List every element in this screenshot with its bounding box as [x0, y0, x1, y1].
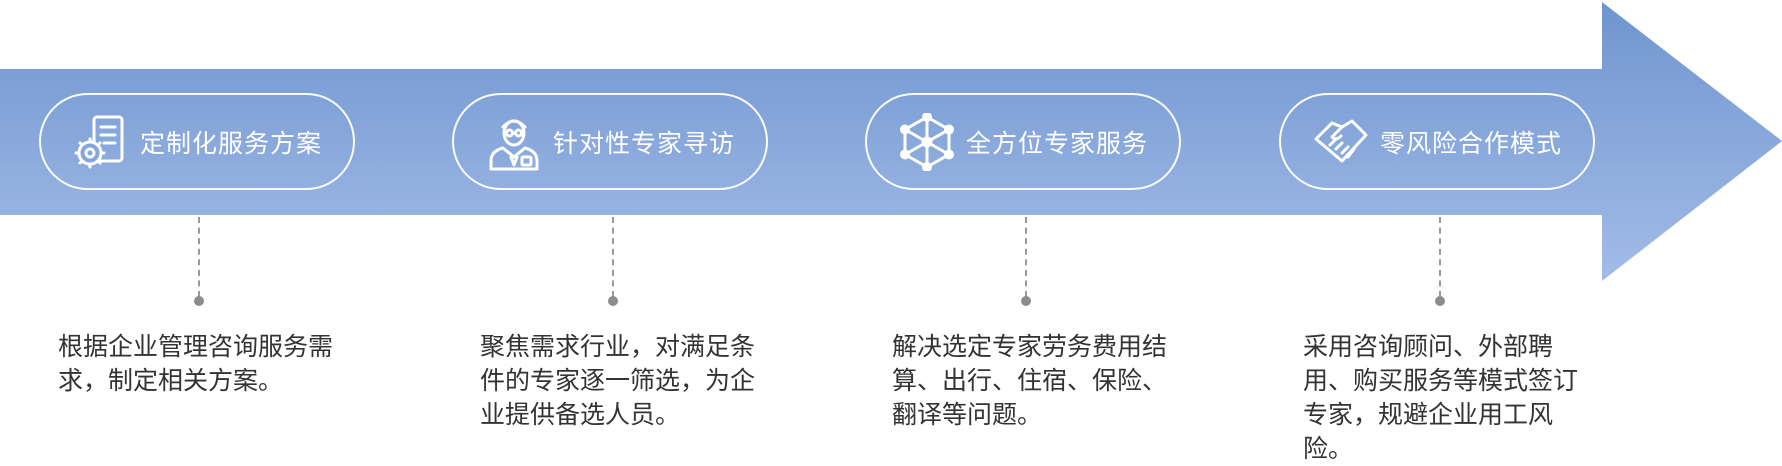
step-3-description: 解决选定专家劳务费用结算、出行、住宿、保险、翻译等问题。 [892, 332, 1168, 429]
step-4-dot [1435, 296, 1445, 306]
step-2-pill: 针对性专家寻访 [452, 93, 768, 190]
step-1-description: 根据企业管理咨询服务需求，制定相关方案。 [58, 332, 334, 395]
step-3-dot [1021, 296, 1031, 306]
network-hexagon-icon [898, 112, 956, 171]
step-3-pill: 全方位专家服务 [865, 93, 1181, 190]
step-3-title: 全方位专家服务 [965, 128, 1148, 158]
step-4-description: 采用咨询顾问、外部聘用、购买服务等模式签订专家，规避企业用工风险。 [1303, 332, 1579, 463]
handshake-icon [1312, 113, 1370, 171]
step-2-description: 聚焦需求行业，对满足条件的专家逐一筛选，为企业提供备选人员。 [480, 332, 756, 429]
step-3-connector [1025, 217, 1027, 297]
step-1-pill: 定制化服务方案 [39, 93, 355, 190]
step-1-dot [194, 296, 204, 306]
step-4-pill: 零风险合作模式 [1279, 93, 1595, 190]
expert-person-icon [485, 113, 543, 171]
document-gear-icon [72, 113, 130, 171]
step-2-connector [612, 217, 614, 297]
step-1-title: 定制化服务方案 [139, 128, 322, 158]
step-4-title: 零风险合作模式 [1379, 128, 1562, 158]
step-1-connector [198, 217, 200, 297]
step-2-title: 针对性专家寻访 [552, 128, 735, 158]
step-4-connector [1439, 217, 1441, 297]
step-2-dot [608, 296, 618, 306]
